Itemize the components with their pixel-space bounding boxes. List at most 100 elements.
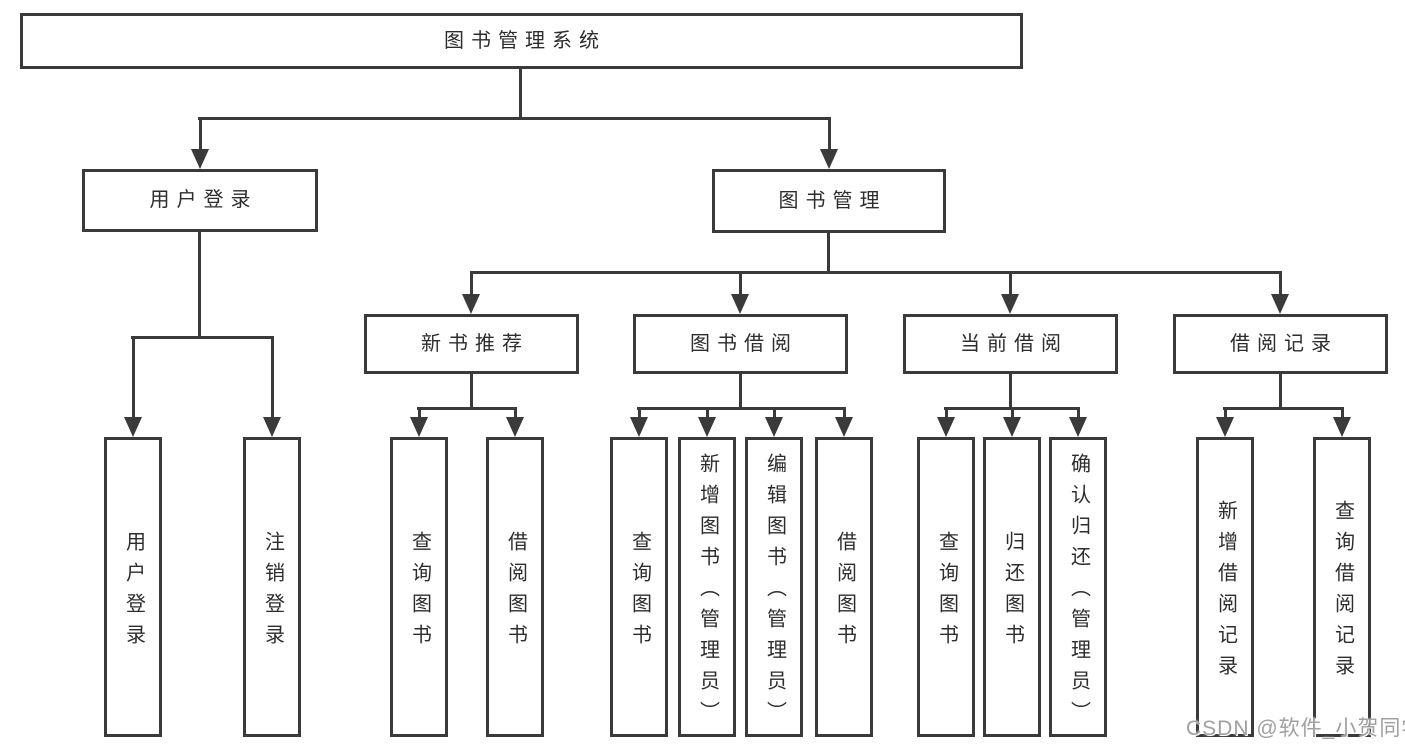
arrow-head-icon (1271, 294, 1289, 314)
arrow-down-icon (820, 120, 838, 169)
node-label: 编辑图书（管理员） (763, 453, 786, 732)
arrow-head-icon (506, 417, 524, 437)
arrow-down-icon (1001, 274, 1019, 314)
arrow-head-icon (1003, 417, 1021, 437)
node-label: 查询借阅记录 (1331, 499, 1354, 686)
arrow-down-icon (1003, 410, 1021, 437)
arrow-shaft (198, 120, 202, 153)
node-add-borrow-record: 新增借阅记录 (1196, 437, 1254, 737)
arrow-shaft (270, 339, 274, 421)
arrow-shaft (772, 410, 776, 421)
arrow-head-icon (124, 417, 142, 437)
node-label: 新书推荐 (421, 332, 529, 355)
node-label: 图书管理系统 (444, 29, 606, 52)
arrow-shaft (131, 339, 135, 421)
watermark: CSDN @软件_小贺同学 (1186, 717, 1405, 740)
node-label: 查询图书 (935, 530, 958, 655)
arrow-down-icon (462, 274, 480, 314)
node-borrow-books-action: 借阅图书 (815, 437, 873, 737)
arrow-head-icon (835, 417, 853, 437)
connector-trunk-current-borrowing (1009, 374, 1012, 410)
node-user-login-action: 用户登录 (104, 437, 162, 737)
node-add-books-admin: 新增图书（管理员） (678, 437, 736, 737)
arrow-down-icon (630, 410, 648, 437)
connector-trunk-book-management (827, 233, 830, 274)
connector-bus-book-borrowing (637, 407, 846, 410)
arrow-shaft (1223, 410, 1227, 421)
connector-bus-user-login (131, 336, 274, 339)
arrow-down-icon (731, 274, 749, 314)
node-borrow-books-recommend: 借阅图书 (486, 437, 544, 737)
arrow-head-icon (410, 417, 428, 437)
node-label: 图书借阅 (690, 332, 798, 355)
node-return-books: 归还图书 (983, 437, 1041, 737)
arrow-shaft (1008, 274, 1012, 298)
node-label: 借阅图书 (833, 530, 856, 655)
node-label: 归还图书 (1001, 530, 1024, 655)
arrow-down-icon (263, 339, 281, 437)
node-user-login: 用户登录 (82, 169, 318, 232)
node-label: 查询图书 (628, 530, 651, 655)
arrow-head-icon (698, 417, 716, 437)
node-book-borrowing: 图书借阅 (633, 314, 848, 374)
node-label: 借阅记录 (1230, 332, 1338, 355)
node-query-books-borrow: 查询图书 (610, 437, 668, 737)
node-label: 注销登录 (261, 530, 284, 655)
arrow-down-icon (937, 410, 955, 437)
node-logout-action: 注销登录 (243, 437, 301, 737)
arrow-down-icon (1271, 274, 1289, 314)
arrow-head-icon (731, 294, 749, 314)
arrow-head-icon (820, 149, 838, 169)
arrow-down-icon (1069, 410, 1087, 437)
arrow-shaft (1278, 274, 1282, 298)
node-library-system: 图书管理系统 (20, 13, 1023, 69)
arrow-down-icon (506, 410, 524, 437)
arrow-shaft (842, 410, 846, 421)
node-current-borrowing: 当前借阅 (903, 314, 1118, 374)
arrow-head-icon (191, 149, 209, 169)
node-label: 新增图书（管理员） (696, 453, 719, 732)
node-label: 当前借阅 (960, 332, 1068, 355)
node-label: 用户登录 (149, 189, 258, 211)
arrow-head-icon (263, 417, 281, 437)
arrow-down-icon (765, 410, 783, 437)
arrow-down-icon (191, 120, 209, 169)
arrow-shaft (944, 410, 948, 421)
connector-bus-level2 (198, 117, 831, 120)
node-query-books-current: 查询图书 (917, 437, 975, 737)
arrow-shaft (513, 410, 517, 421)
node-book-management: 图书管理 (712, 169, 946, 233)
arrow-down-icon (124, 339, 142, 437)
arrow-shaft (637, 410, 641, 421)
node-label: 图书管理 (778, 189, 887, 212)
node-label: 用户登录 (122, 530, 145, 655)
connector-trunk-root (519, 69, 522, 120)
connector-bus-new-book (417, 407, 517, 410)
node-confirm-return-admin: 确认归还（管理员） (1049, 437, 1107, 737)
arrow-shaft (705, 410, 709, 421)
arrow-head-icon (937, 417, 955, 437)
node-label: 确认归还（管理员） (1067, 453, 1090, 732)
arrow-down-icon (1333, 410, 1351, 437)
connector-trunk-user-login (198, 232, 201, 339)
node-query-borrow-record: 查询借阅记录 (1313, 437, 1371, 737)
arrow-down-icon (1216, 410, 1234, 437)
arrow-head-icon (765, 417, 783, 437)
connector-bus-borrowing-records (1223, 407, 1344, 410)
arrow-head-icon (630, 417, 648, 437)
node-borrowing-records: 借阅记录 (1173, 314, 1388, 374)
node-new-book-recommendation: 新书推荐 (364, 314, 579, 374)
arrow-shaft (738, 274, 742, 298)
arrow-down-icon (698, 410, 716, 437)
arrow-shaft (1340, 410, 1344, 421)
arrow-shaft (1010, 410, 1014, 421)
arrow-down-icon (410, 410, 428, 437)
connector-trunk-book-borrowing (739, 374, 742, 410)
node-label: 新增借阅记录 (1214, 499, 1237, 686)
node-label: 查询图书 (408, 530, 431, 655)
arrow-shaft (827, 120, 831, 153)
arrow-down-icon (835, 410, 853, 437)
arrow-head-icon (1333, 417, 1351, 437)
arrow-shaft (1076, 410, 1080, 421)
